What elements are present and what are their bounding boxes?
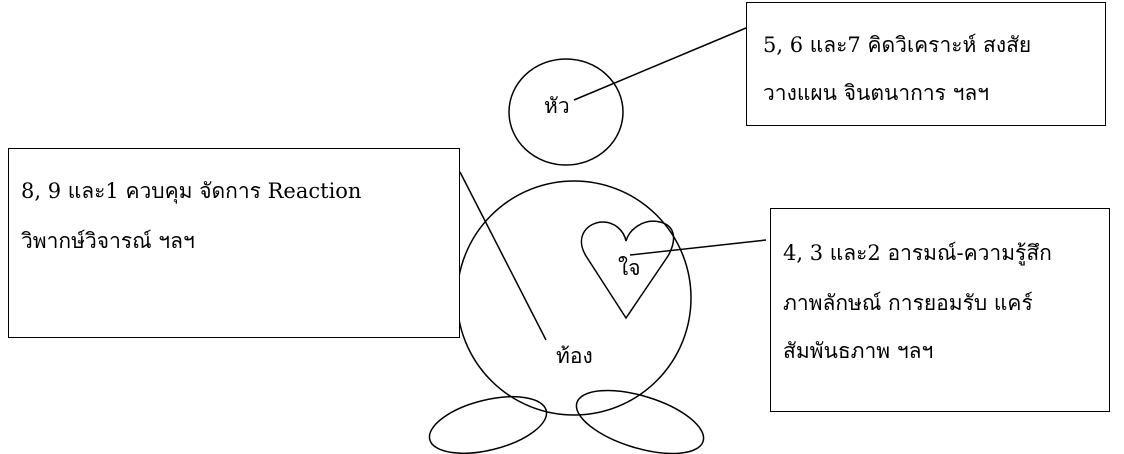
head-label: หัว	[544, 94, 570, 118]
heart-label: ใจ	[618, 256, 641, 280]
head-connector-line	[573, 27, 747, 101]
head-box-line-1: 5, 6 และ7 คิดวิเคราะห์ สงสัย	[763, 33, 1032, 57]
belly-connector-line	[459, 171, 547, 341]
heart-description-box: 4, 3 และ2 อารมณ์-ความรู้สึก ภาพลักษณ์ กา…	[770, 208, 1110, 412]
left-foot-shape	[428, 395, 548, 454]
belly-label: ท้อง	[556, 344, 593, 368]
heart-shape	[580, 220, 675, 320]
belly-box-line-1: 8, 9 และ1 ควบคุม จัดการ Reaction	[21, 179, 362, 203]
belly-description-box: 8, 9 และ1 ควบคุม จัดการ Reaction วิพากษ์…	[8, 148, 460, 338]
head-description-box: 5, 6 และ7 คิดวิเคราะห์ สงสัย วางแผน จินต…	[746, 2, 1106, 126]
head-box-line-2: วางแผน จินตนาการ ฯลฯ	[763, 81, 990, 105]
heart-connector-line	[629, 239, 767, 256]
head-shape	[508, 58, 624, 166]
belly-shape	[456, 180, 692, 416]
heart-box-line-1: 4, 3 และ2 อารมณ์-ความรู้สึก	[783, 241, 1052, 265]
right-foot-shape	[575, 389, 705, 454]
belly-box-line-2: วิพากษ์วิจารณ์ ฯลฯ	[21, 229, 195, 253]
heart-box-line-3: สัมพันธภาพ ฯลฯ	[783, 339, 934, 363]
heart-box-line-2: ภาพลักษณ์ การยอมรับ แคร์	[783, 291, 1033, 315]
